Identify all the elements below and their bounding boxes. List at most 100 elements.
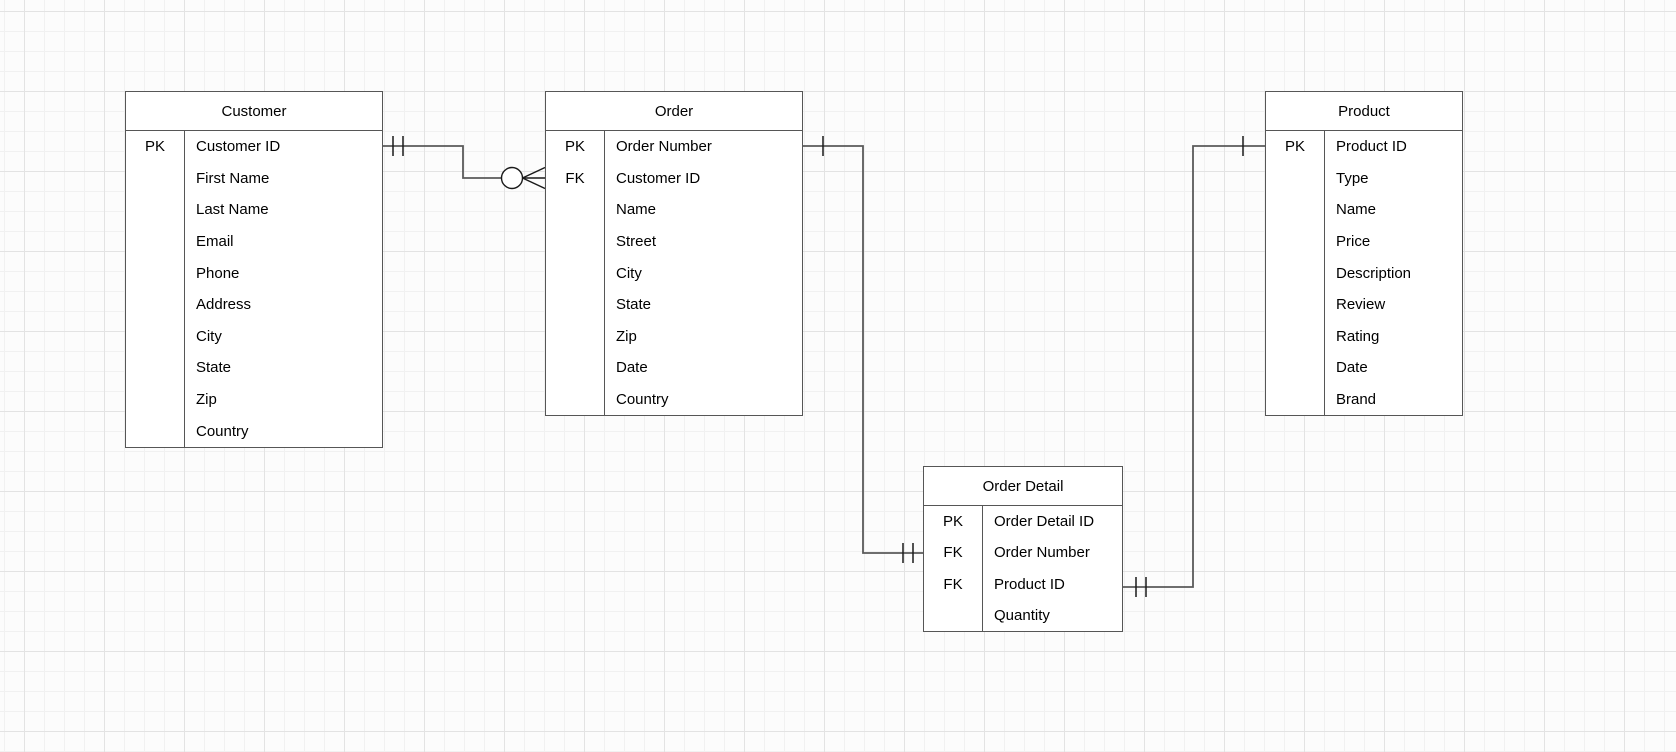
key-cell: [126, 289, 184, 321]
key-cell: [1266, 384, 1324, 416]
field-cell: Review: [1324, 288, 1462, 321]
table-row: Country: [546, 383, 802, 416]
field-cell: Product ID: [982, 568, 1122, 600]
key-cell: [126, 321, 184, 353]
table-row: City: [126, 320, 382, 353]
connector-customer-order[interactable]: [383, 136, 546, 190]
table-row: Zip: [126, 383, 382, 416]
field-cell: Description: [1324, 257, 1462, 289]
field-cell: Address: [184, 288, 382, 321]
table-row: Quantity: [924, 599, 1122, 631]
table-row: Country: [126, 415, 382, 447]
key-cell: [1266, 163, 1324, 195]
table-row: Type: [1266, 162, 1462, 195]
key-cell: [126, 415, 184, 447]
key-cell: [1266, 257, 1324, 289]
entity-title-order: Order: [546, 92, 802, 131]
field-cell: State: [184, 352, 382, 384]
key-cell: [126, 257, 184, 289]
table-row: Review: [1266, 288, 1462, 321]
key-cell: FK: [943, 544, 963, 562]
exactly-one-marker: [392, 136, 404, 156]
field-cell: Customer ID: [604, 162, 802, 195]
table-row: FK Order Number: [924, 537, 1122, 569]
table-row: Name: [1266, 194, 1462, 226]
key-cell: FK: [565, 169, 585, 187]
field-cell: Brand: [1324, 383, 1462, 416]
field-cell: Country: [604, 383, 802, 416]
exactly-one-marker: [1135, 577, 1147, 597]
key-cell: [546, 352, 604, 384]
key-cell: FK: [943, 575, 963, 593]
field-cell: First Name: [184, 162, 382, 195]
field-cell: City: [184, 320, 382, 353]
entity-title-product: Product: [1266, 92, 1462, 131]
exactly-one-marker: [902, 543, 914, 563]
table-row: Name: [546, 194, 802, 226]
key-cell: [1266, 320, 1324, 352]
table-row: State: [126, 352, 382, 384]
field-cell: Order Number: [982, 537, 1122, 569]
connector-order-orderdetail[interactable]: [803, 136, 923, 563]
field-cell: Phone: [184, 257, 382, 289]
table-row: City: [546, 257, 802, 289]
field-cell: Product ID: [1324, 131, 1462, 163]
table-row: Price: [1266, 225, 1462, 258]
table-row: Description: [1266, 257, 1462, 289]
key-cell: [546, 320, 604, 352]
table-row: State: [546, 288, 802, 321]
key-cell: [546, 226, 604, 258]
key-cell: [126, 226, 184, 258]
field-cell: Last Name: [184, 194, 382, 226]
field-cell: Country: [184, 415, 382, 447]
field-cell: Date: [604, 351, 802, 384]
key-cell: [1266, 289, 1324, 321]
field-cell: Email: [184, 225, 382, 258]
key-cell: [546, 257, 604, 289]
table-row: First Name: [126, 162, 382, 195]
field-cell: City: [604, 257, 802, 289]
table-row: Address: [126, 288, 382, 321]
field-cell: Type: [1324, 162, 1462, 195]
field-cell: Date: [1324, 351, 1462, 384]
zero-or-many-marker: [500, 166, 546, 190]
field-cell: Order Detail ID: [982, 506, 1122, 538]
key-cell: [1266, 194, 1324, 226]
key-cell: [126, 194, 184, 226]
field-cell: Rating: [1324, 320, 1462, 352]
field-cell: Name: [1324, 194, 1462, 226]
key-cell: [126, 352, 184, 384]
table-row: FK Product ID: [924, 568, 1122, 600]
table-row: Last Name: [126, 194, 382, 226]
key-cell: [126, 384, 184, 416]
field-cell: Order Number: [604, 131, 802, 163]
field-cell: Street: [604, 225, 802, 258]
table-row: Email: [126, 225, 382, 258]
table-row: Phone: [126, 257, 382, 289]
key-cell: [1266, 352, 1324, 384]
key-cell: [546, 194, 604, 226]
connector-product-orderdetail[interactable]: [1123, 136, 1265, 597]
table-row: Street: [546, 225, 802, 258]
key-cell: [924, 600, 982, 631]
table-row: Date: [546, 351, 802, 384]
table-row: Brand: [1266, 383, 1462, 416]
field-cell: Name: [604, 194, 802, 226]
table-row: FK Customer ID: [546, 162, 802, 195]
key-cell: [546, 384, 604, 416]
key-cell: [546, 289, 604, 321]
field-cell: Zip: [184, 383, 382, 416]
